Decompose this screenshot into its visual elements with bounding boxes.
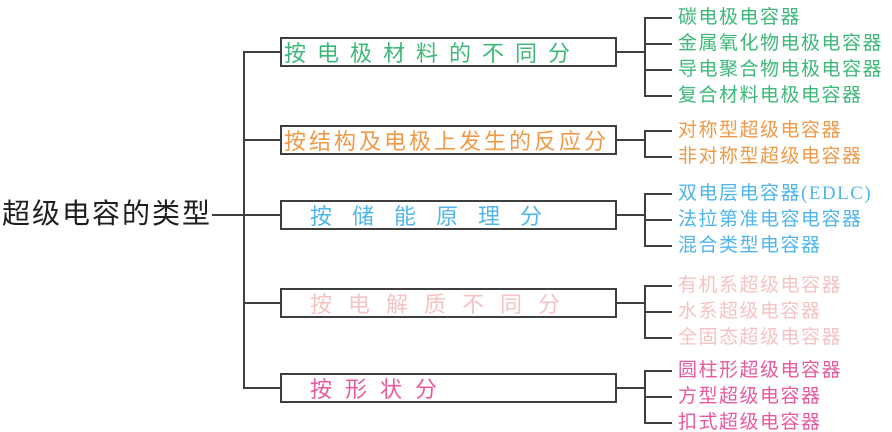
leaf-tick-line bbox=[644, 193, 672, 195]
box-to-leaves-line bbox=[615, 302, 645, 304]
leaf-tick-line bbox=[644, 156, 672, 158]
box-to-leaves-line bbox=[615, 139, 645, 141]
leaf-tick-line bbox=[644, 337, 672, 339]
leaf-label: 扣式超级电容器 bbox=[678, 412, 822, 432]
leaf-bar-line bbox=[644, 130, 646, 158]
branch-label: 按电极材料的不同分 bbox=[284, 41, 582, 66]
box-to-leaves-line bbox=[615, 214, 645, 216]
branch-box-electrode-material: 按电极材料的不同分 bbox=[280, 37, 617, 67]
leaf-label: 全固态超级电容器 bbox=[678, 327, 843, 348]
branch-box-structure-reaction: 按结构及电极上发生的反应分 bbox=[280, 125, 617, 155]
leaf-tick-line bbox=[644, 219, 672, 221]
leaf-label: 复合材料电极电容器 bbox=[678, 85, 863, 106]
leaf-label: 方型超级电容器 bbox=[678, 386, 822, 407]
leaf-tick-line bbox=[644, 43, 672, 45]
leaf-label: 碳电极电容器 bbox=[678, 7, 802, 28]
leaf-tick-line bbox=[644, 130, 672, 132]
leaf-tick-line bbox=[644, 17, 672, 19]
branch-box-shape: 按形状分 bbox=[280, 373, 617, 403]
leaf-tick-line bbox=[644, 245, 672, 247]
leaf-label: 有机系超级电容器 bbox=[678, 275, 843, 296]
leaf-tick-line bbox=[644, 396, 672, 398]
leaf-label: 法拉第准电容电容器 bbox=[678, 209, 863, 230]
branch-label: 按结构及电极上发生的反应分 bbox=[284, 129, 610, 154]
branch-line bbox=[243, 214, 280, 216]
branch-label: 按形状分 bbox=[310, 377, 451, 402]
leaf-label: 非对称型超级电容器 bbox=[678, 146, 863, 167]
leaf-tick-line bbox=[644, 370, 672, 372]
leaf-label: 水系超级电容器 bbox=[678, 301, 822, 322]
leaf-label: 双电层电容器(EDLC) bbox=[678, 183, 873, 204]
leaf-bar-line bbox=[644, 17, 646, 97]
branch-label: 按储能原理分 bbox=[310, 204, 563, 229]
branch-line bbox=[243, 387, 280, 389]
leaf-label: 导电聚合物电极电容器 bbox=[678, 59, 884, 80]
branch-line bbox=[243, 139, 280, 141]
branch-box-storage-principle: 按储能原理分 bbox=[280, 200, 617, 230]
root-label: 超级电容的类型 bbox=[2, 199, 213, 230]
leaf-label: 金属氧化物电极电容器 bbox=[678, 33, 884, 54]
leaf-tick-line bbox=[644, 69, 672, 71]
box-to-leaves-line bbox=[615, 51, 645, 53]
branch-label: 按电解质不同分 bbox=[310, 292, 577, 317]
trunk-line bbox=[243, 51, 245, 389]
root-connector-line bbox=[212, 214, 244, 216]
branch-box-electrolyte: 按电解质不同分 bbox=[280, 288, 617, 318]
leaf-tick-line bbox=[644, 285, 672, 287]
leaf-tick-line bbox=[644, 311, 672, 313]
leaf-tick-line bbox=[644, 95, 672, 97]
leaf-label: 混合类型电容器 bbox=[678, 235, 822, 256]
branch-line bbox=[243, 51, 280, 53]
leaf-label: 圆柱形超级电容器 bbox=[678, 360, 843, 381]
box-to-leaves-line bbox=[615, 387, 645, 389]
leaf-label: 对称型超级电容器 bbox=[678, 120, 843, 141]
branch-line bbox=[243, 302, 280, 304]
leaf-tick-line bbox=[644, 422, 672, 424]
